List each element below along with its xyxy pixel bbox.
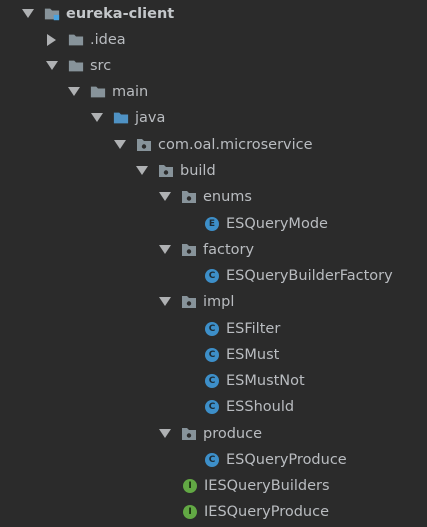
package-icon (158, 163, 174, 179)
class-badge: C (205, 348, 219, 362)
folder-icon (68, 32, 84, 48)
interface-icon: I (182, 478, 198, 494)
tree-node-label: ESMustNot (226, 373, 305, 389)
tree-node-label: ESMust (226, 347, 280, 363)
tree-node-label: build (180, 163, 216, 179)
tree-node-es-filter[interactable]: C ESFilter (0, 316, 427, 342)
tree-node-label: main (112, 84, 149, 100)
tree-node-produce[interactable]: produce (0, 421, 427, 447)
tree-node-es-should[interactable]: C ESShould (0, 394, 427, 420)
tree-node-label: com.oal.microservice (158, 137, 313, 153)
tree-node-label: produce (203, 426, 263, 442)
tree-node-label: factory (203, 242, 255, 258)
expand-arrow-icon[interactable] (159, 428, 171, 440)
expand-arrow-icon[interactable] (114, 139, 126, 151)
class-badge: C (205, 400, 219, 414)
package-icon (181, 294, 197, 310)
class-icon: C (204, 347, 220, 363)
tree-node-ies-query-produce[interactable]: I IESQueryProduce (0, 499, 427, 525)
enum-icon: E (204, 216, 220, 232)
class-badge: C (205, 453, 219, 467)
tree-node-build[interactable]: build (0, 158, 427, 184)
tree-node-label: eureka-client (66, 6, 175, 22)
tree-node-enums[interactable]: enums (0, 184, 427, 210)
tree-node-idea[interactable]: .idea (0, 27, 427, 53)
interface-badge: I (183, 505, 197, 519)
tree-node-label: src (90, 58, 112, 74)
class-icon: C (204, 452, 220, 468)
module-folder-icon (44, 6, 60, 22)
tree-node-impl[interactable]: impl (0, 289, 427, 315)
folder-icon (68, 58, 84, 74)
class-badge: C (205, 322, 219, 336)
package-icon (181, 242, 197, 258)
collapsed-arrow-icon[interactable] (46, 34, 58, 46)
class-icon: C (204, 399, 220, 415)
expand-arrow-icon[interactable] (22, 8, 34, 20)
expand-arrow-icon[interactable] (159, 244, 171, 256)
tree-node-label: ESShould (226, 399, 295, 415)
tree-node-src[interactable]: src (0, 53, 427, 79)
interface-badge: I (183, 479, 197, 493)
interface-icon: I (182, 504, 198, 520)
enum-badge: E (205, 217, 219, 231)
tree-node-es-query-builder-factory[interactable]: C ESQueryBuilderFactory (0, 263, 427, 289)
tree-node-es-query-mode[interactable]: E ESQueryMode (0, 211, 427, 237)
package-icon (181, 189, 197, 205)
expand-arrow-icon[interactable] (46, 60, 58, 72)
tree-node-label: .idea (90, 32, 126, 48)
package-icon (136, 137, 152, 153)
tree-node-ies-query-builders[interactable]: I IESQueryBuilders (0, 473, 427, 499)
expand-arrow-icon[interactable] (136, 165, 148, 177)
package-icon (181, 426, 197, 442)
tree-node-es-must[interactable]: C ESMust (0, 342, 427, 368)
tree-node-main[interactable]: main (0, 79, 427, 105)
tree-node-java[interactable]: java (0, 105, 427, 131)
expand-arrow-icon[interactable] (159, 296, 171, 308)
class-icon: C (204, 373, 220, 389)
tree-node-label: impl (203, 294, 235, 310)
source-root-folder-icon (113, 110, 129, 126)
folder-icon (90, 84, 106, 100)
tree-node-label: ESQueryProduce (226, 452, 347, 468)
class-icon: C (204, 321, 220, 337)
tree-node-label: ESFilter (226, 321, 281, 337)
tree-node-label: java (135, 110, 166, 126)
tree-node-es-query-produce[interactable]: C ESQueryProduce (0, 447, 427, 473)
tree-node-factory[interactable]: factory (0, 237, 427, 263)
tree-node-label: ESQueryBuilderFactory (226, 268, 393, 284)
expand-arrow-icon[interactable] (159, 191, 171, 203)
expand-arrow-icon[interactable] (91, 112, 103, 124)
expand-arrow-icon[interactable] (68, 86, 80, 98)
tree-node-label: enums (203, 189, 252, 205)
tree-node-es-must-not[interactable]: C ESMustNot (0, 368, 427, 394)
tree-node-label: IESQueryBuilders (204, 478, 330, 494)
tree-node-eureka-client[interactable]: eureka-client (0, 1, 427, 27)
class-icon: C (204, 268, 220, 284)
class-badge: C (205, 374, 219, 388)
tree-node-label: IESQueryProduce (204, 504, 329, 520)
class-badge: C (205, 269, 219, 283)
tree-node-label: ESQueryMode (226, 216, 328, 232)
tree-node-com-oal-microservice[interactable]: com.oal.microservice (0, 132, 427, 158)
